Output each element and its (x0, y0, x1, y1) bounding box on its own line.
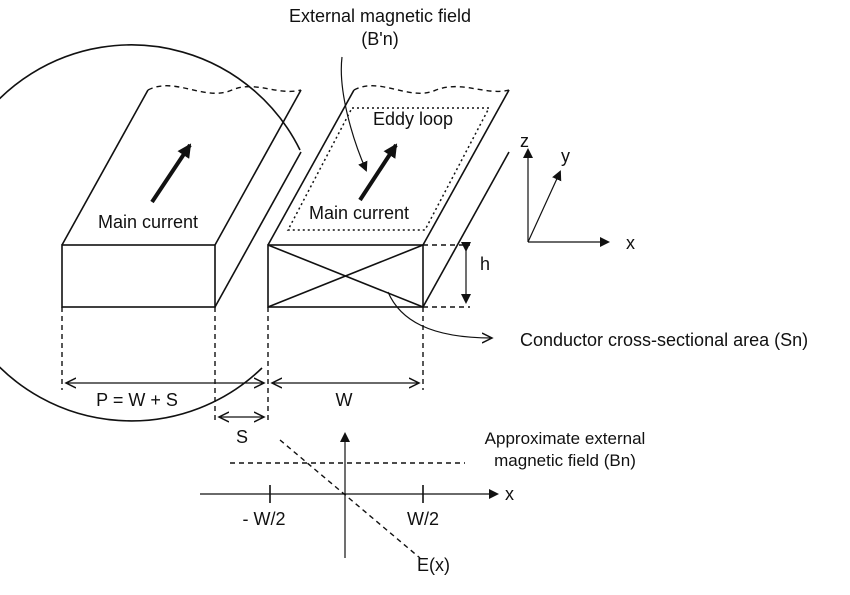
axis-x-label: x (626, 233, 635, 253)
approx-field-label-line2: magnetic field (Bn) (494, 451, 636, 470)
eddy-loop (286, 107, 491, 231)
left-conductor (61, 85, 302, 308)
main-current-label-right: Main current (309, 203, 409, 223)
height-label: h (480, 254, 490, 274)
spacing-label: S (236, 427, 248, 447)
external-field-arrow (340, 56, 368, 172)
pitch-label: P = W + S (96, 390, 178, 410)
approx-field-label-line1: Approximate external (485, 429, 646, 448)
main-current-arrow-right (358, 143, 398, 202)
efield-line (279, 439, 421, 559)
efield-label: E(x) (417, 555, 450, 575)
external-field-title: External magnetic field (289, 6, 471, 26)
axis-y-label: y (561, 146, 570, 166)
axis-z-label: z (520, 131, 529, 151)
external-field-symbol: (B'n) (361, 29, 398, 49)
main-current-arrow-left (150, 143, 192, 204)
pos-half-width-label: W/2 (407, 509, 439, 529)
magnifier-circle (0, 44, 301, 422)
right-conductor (267, 85, 510, 308)
cross-section-label: Conductor cross-sectional area (Sn) (520, 330, 808, 350)
width-label: W (336, 390, 353, 410)
coordinate-axes (523, 148, 610, 247)
field-graph (200, 432, 499, 559)
neg-half-width-label: - W/2 (243, 509, 286, 529)
cross-section-pointer (387, 291, 492, 338)
main-current-label-left: Main current (98, 212, 198, 232)
eddy-loop-label: Eddy loop (373, 109, 453, 129)
graph-x-label: x (505, 484, 514, 504)
